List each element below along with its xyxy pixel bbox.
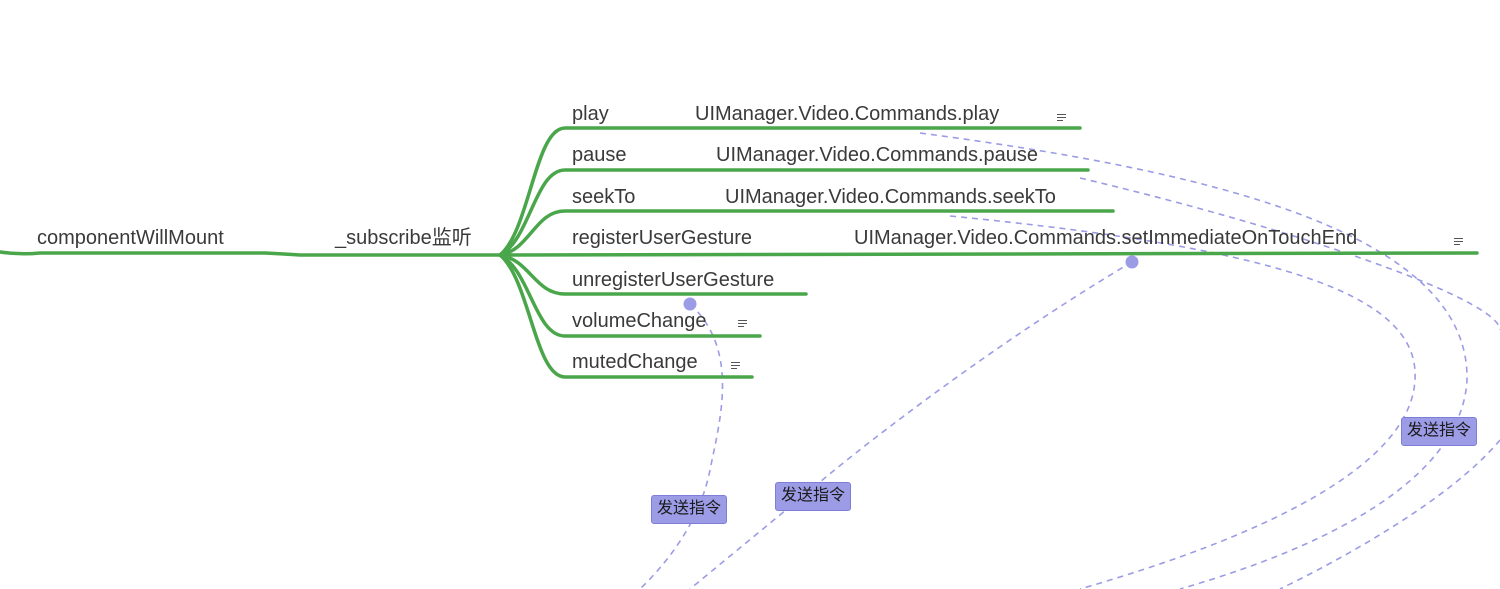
branch-volume (498, 253, 762, 338)
relation-line-volume[interactable] (639, 303, 724, 589)
relation-dot-register[interactable] (1125, 255, 1139, 269)
relation-line-seekto[interactable] (949, 215, 1416, 589)
node-subscribe[interactable]: _subscribe监听 (335, 227, 472, 249)
note-icon[interactable] (738, 320, 747, 327)
node-registerusergesture-detail[interactable]: UIManager.Video.Commands.setImmediateOnT… (854, 227, 1358, 249)
node-seekto[interactable]: seekTo (572, 186, 636, 208)
branch-play (498, 126, 1082, 257)
node-pause[interactable]: pause (572, 144, 627, 166)
node-componentwillmount[interactable]: componentWillMount (37, 227, 224, 249)
note-icon[interactable] (1057, 114, 1066, 121)
branch-register (498, 251, 1479, 257)
branch-pause (498, 168, 1090, 257)
relation-line-register[interactable] (689, 261, 1133, 589)
node-registerusergesture[interactable]: registerUserGesture (572, 227, 753, 249)
relation-line-play[interactable] (919, 132, 1468, 589)
node-unregisterusergesture[interactable]: unregisterUserGesture (572, 269, 775, 291)
branch-muted (498, 253, 754, 379)
relation-tag-volume[interactable]: 发送指令 (651, 495, 728, 524)
branch-seekto (498, 209, 1115, 257)
node-mutedchange[interactable]: mutedChange (572, 351, 698, 373)
branch-root (0, 250, 502, 257)
relation-tag-play[interactable]: 发送指令 (1401, 417, 1478, 446)
node-play-detail[interactable]: UIManager.Video.Commands.play (695, 103, 1000, 125)
relation-tag-register[interactable]: 发送指令 (775, 482, 852, 511)
relation-line-pause[interactable] (1079, 177, 1500, 331)
relation-line-offscreen[interactable] (1279, 439, 1500, 589)
node-play[interactable]: play (572, 103, 609, 125)
branch-lines (0, 126, 1479, 379)
node-pause-detail[interactable]: UIManager.Video.Commands.pause (716, 144, 1039, 166)
note-icon[interactable] (1454, 238, 1463, 245)
branch-unregister (498, 253, 808, 296)
relation-lines (639, 132, 1500, 589)
note-icon[interactable] (731, 362, 740, 369)
node-seekto-detail[interactable]: UIManager.Video.Commands.seekTo (725, 186, 1056, 208)
relation-dot-volume[interactable] (683, 297, 697, 311)
node-volumechange[interactable]: volumeChange (572, 310, 707, 332)
